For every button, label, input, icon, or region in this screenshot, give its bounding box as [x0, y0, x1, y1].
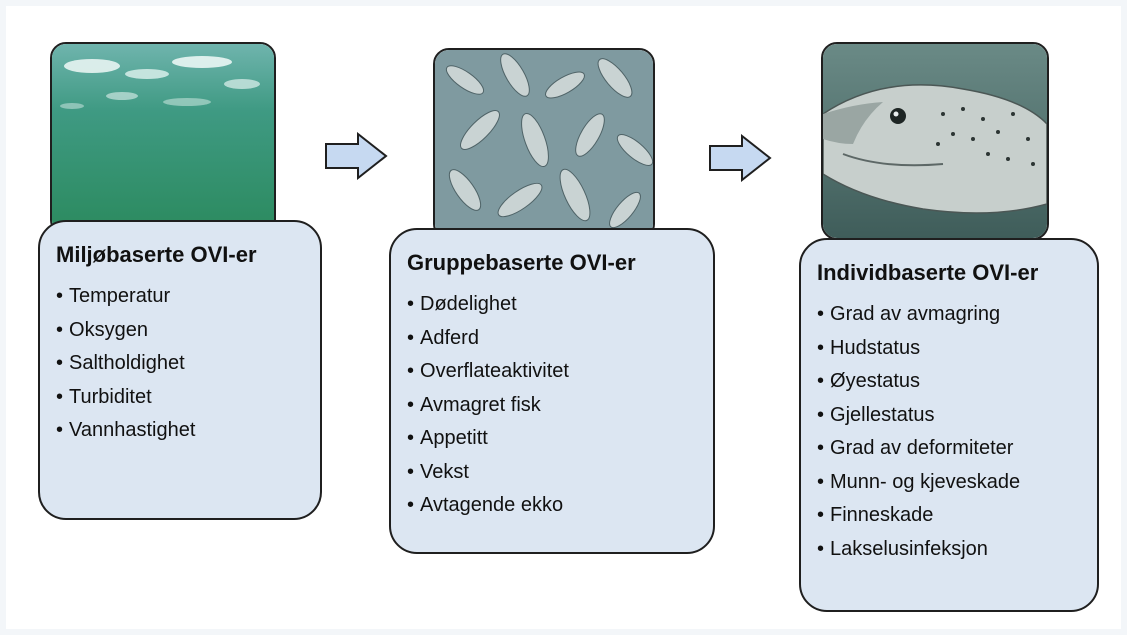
list-item: Vekst: [407, 456, 699, 490]
list-item: Finneskade: [817, 499, 1083, 533]
flow-arrow-right: [709, 134, 772, 182]
indicator-list: Grad av avmagring Hudstatus Øyestatus Gj…: [817, 298, 1083, 566]
list-item: Avmagret fisk: [407, 389, 699, 423]
list-item: Gjellestatus: [817, 399, 1083, 433]
underwater-surface-icon: [50, 42, 276, 236]
card-miljobaserte: Miljøbaserte OVI-er Temperatur Oksygen S…: [38, 220, 322, 520]
list-item: Temperatur: [56, 280, 306, 314]
list-item: Appetitt: [407, 422, 699, 456]
list-item: Oksygen: [56, 314, 306, 348]
indicator-list: Dødelighet Adferd Overflateaktivitet Avm…: [407, 288, 699, 523]
fish-school-icon: [433, 48, 655, 240]
list-item: Adferd: [407, 322, 699, 356]
card-individbaserte: Individbaserte OVI-er Grad av avmagring …: [799, 238, 1099, 612]
list-item: Vannhastighet: [56, 414, 306, 448]
card-title: Miljøbaserte OVI-er: [56, 242, 257, 267]
diagram-canvas: Miljøbaserte OVI-er Temperatur Oksygen S…: [6, 6, 1121, 629]
list-item: Grad av avmagring: [817, 298, 1083, 332]
indicator-list: Temperatur Oksygen Saltholdighet Turbidi…: [56, 280, 306, 448]
list-item: Avtagende ekko: [407, 489, 699, 523]
list-item: Grad av deformiteter: [817, 432, 1083, 466]
card-title: Gruppebaserte OVI-er: [407, 250, 636, 275]
list-item: Overflateaktivitet: [407, 355, 699, 389]
list-item: Munn- og kjeveskade: [817, 466, 1083, 500]
salmon-closeup-icon: [821, 42, 1049, 240]
list-item: Turbiditet: [56, 381, 306, 415]
flow-arrow-right: [325, 132, 388, 180]
list-item: Lakselusinfeksjon: [817, 533, 1083, 567]
list-item: Øyestatus: [817, 365, 1083, 399]
list-item: Hudstatus: [817, 332, 1083, 366]
list-item: Saltholdighet: [56, 347, 306, 381]
card-title: Individbaserte OVI-er: [817, 260, 1039, 285]
list-item: Dødelighet: [407, 288, 699, 322]
card-gruppebaserte: Gruppebaserte OVI-er Dødelighet Adferd O…: [389, 228, 715, 554]
